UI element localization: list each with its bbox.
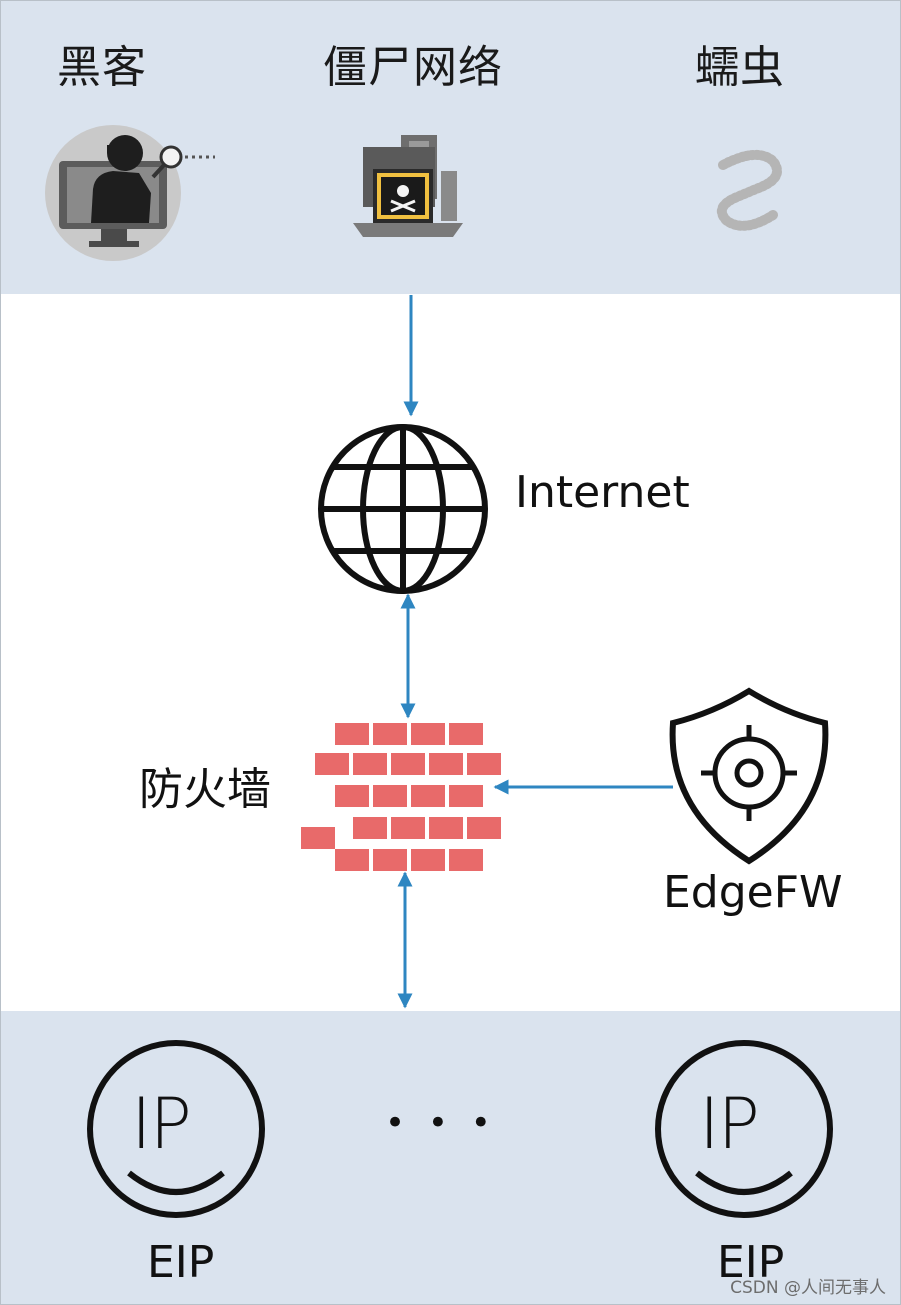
eip-left-ip-text: IP (131, 1083, 192, 1165)
eip-left-icon (87, 1040, 265, 1218)
botnet-icon (353, 135, 463, 237)
eip-right-ip-text: IP (699, 1083, 760, 1165)
eip-band (1, 1011, 900, 1304)
worm-icon (716, 150, 782, 231)
worm-label: 蠕虫 (695, 42, 785, 93)
hacker-icon (45, 125, 215, 261)
ellipsis: • • • (385, 1103, 497, 1143)
globe-icon (318, 424, 488, 594)
hacker-label: 黑客 (57, 42, 147, 93)
edgefw-shield-icon (669, 687, 829, 865)
eip-right-icon (655, 1040, 833, 1218)
internet-label: Internet (515, 467, 690, 518)
eip-left-label: EIP (147, 1237, 215, 1288)
firewall-icon (301, 723, 501, 871)
botnet-label: 僵尸网络 (323, 42, 503, 93)
edgefw-label: EdgeFW (663, 867, 843, 918)
firewall-label: 防火墙 (139, 764, 271, 815)
watermark: CSDN @人间无事人 (730, 1278, 886, 1298)
eip-right-label: EIP (717, 1237, 785, 1288)
